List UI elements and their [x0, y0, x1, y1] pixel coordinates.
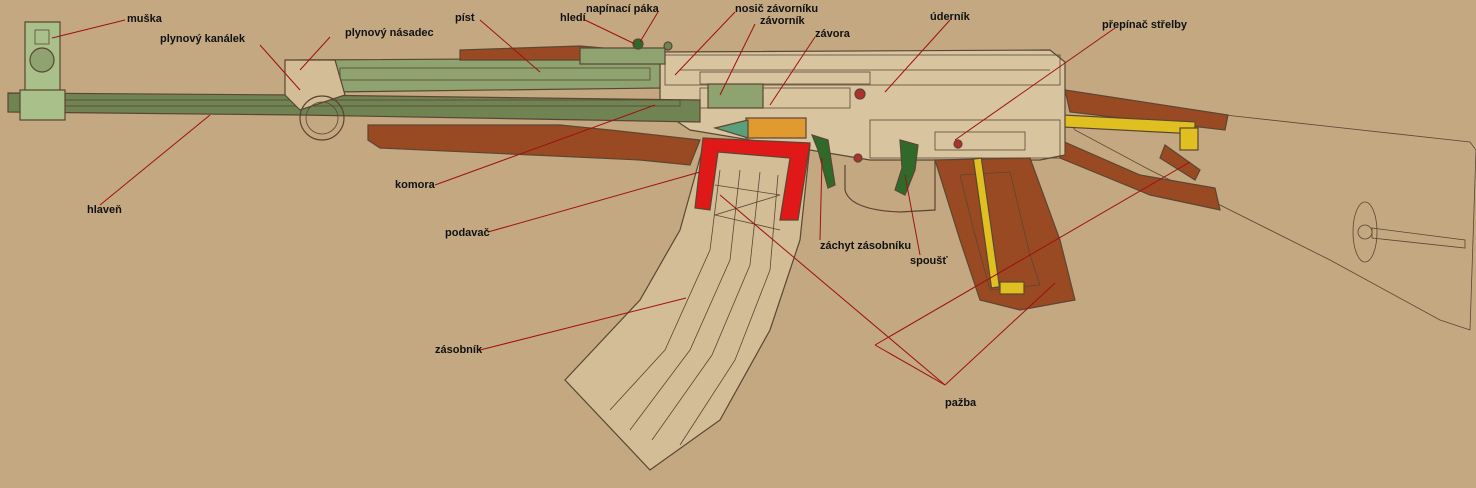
grip-yellow-rod — [972, 157, 1001, 289]
receiver-lower-rail — [869, 119, 1061, 159]
rear-sight-knob — [663, 41, 673, 51]
cartridge-case — [745, 117, 807, 139]
selector-pivot — [953, 139, 963, 149]
label-pazba: pažba — [945, 397, 977, 409]
stock-yellow-end — [1179, 127, 1199, 151]
grip-yellow-cap — [999, 281, 1025, 295]
label-podavac: podavač — [445, 227, 490, 239]
trigger — [894, 139, 919, 196]
muzzle-block — [19, 89, 66, 121]
label-komora: komora — [395, 179, 435, 191]
magazine-body — [564, 139, 811, 471]
label-hlaven: hlaveň — [87, 204, 122, 216]
trigger-guard — [844, 160, 936, 213]
pistol-grip-cutout — [959, 171, 1041, 291]
label-hledi: hledí — [560, 12, 586, 24]
magazine-ribs — [609, 169, 779, 446]
pistol-grip — [934, 157, 1076, 311]
label-udernik: úderník — [930, 11, 970, 23]
magazine-follower-spring — [713, 184, 781, 231]
label-pist: píst — [455, 12, 475, 24]
label-zasobnik: zásobník — [435, 344, 483, 356]
label-zachyt-zasobniku: záchyt zásobníku — [820, 240, 912, 252]
firing-pin-dot — [854, 88, 866, 100]
bolt-carrier-body — [699, 87, 851, 109]
label-prepinac-strelby: přepínač střelby — [1102, 19, 1187, 31]
fire-selector-lever — [934, 131, 1026, 151]
label-spoust: spoušť — [910, 255, 948, 267]
label-nosic-zavorniku: nosič závorníku — [735, 3, 819, 15]
trigger-pin — [853, 153, 863, 163]
buttplate-screw — [1371, 227, 1466, 249]
front-sight-ring — [29, 47, 55, 73]
bolt-carrier-top — [579, 47, 666, 65]
magazine-catch — [810, 134, 836, 189]
receiver-cover-band — [664, 54, 1061, 86]
magazine-top-red — [694, 137, 811, 221]
barrel-band-ring — [299, 95, 345, 141]
barrel — [7, 92, 701, 123]
label-plynovy-kanalek: plynový kanálek — [160, 33, 245, 45]
label-napinaci-paka: napínací páka — [586, 3, 659, 15]
label-plynovy-nasadec: plynový násadec — [345, 27, 434, 39]
bolt-head — [707, 83, 764, 109]
stock-wood-frame — [1064, 89, 1229, 131]
stock-outline — [1049, 91, 1476, 331]
leader-lines — [51, 11, 1191, 386]
barrel-band-ring-inner — [305, 101, 339, 135]
lower-handguard — [367, 124, 701, 166]
sling-swivel — [1352, 201, 1378, 263]
label-zavora: závora — [815, 28, 850, 40]
label-muska: muška — [127, 13, 162, 25]
label-zavornik: závorník — [760, 15, 805, 27]
recoil-spring-guide — [699, 71, 871, 85]
gas-piston — [339, 67, 651, 81]
cartridge-bullet — [712, 119, 749, 139]
sling-swivel-hole — [1357, 224, 1373, 240]
stock-inner-brace — [1159, 144, 1201, 181]
front-sight-blade — [34, 29, 50, 45]
